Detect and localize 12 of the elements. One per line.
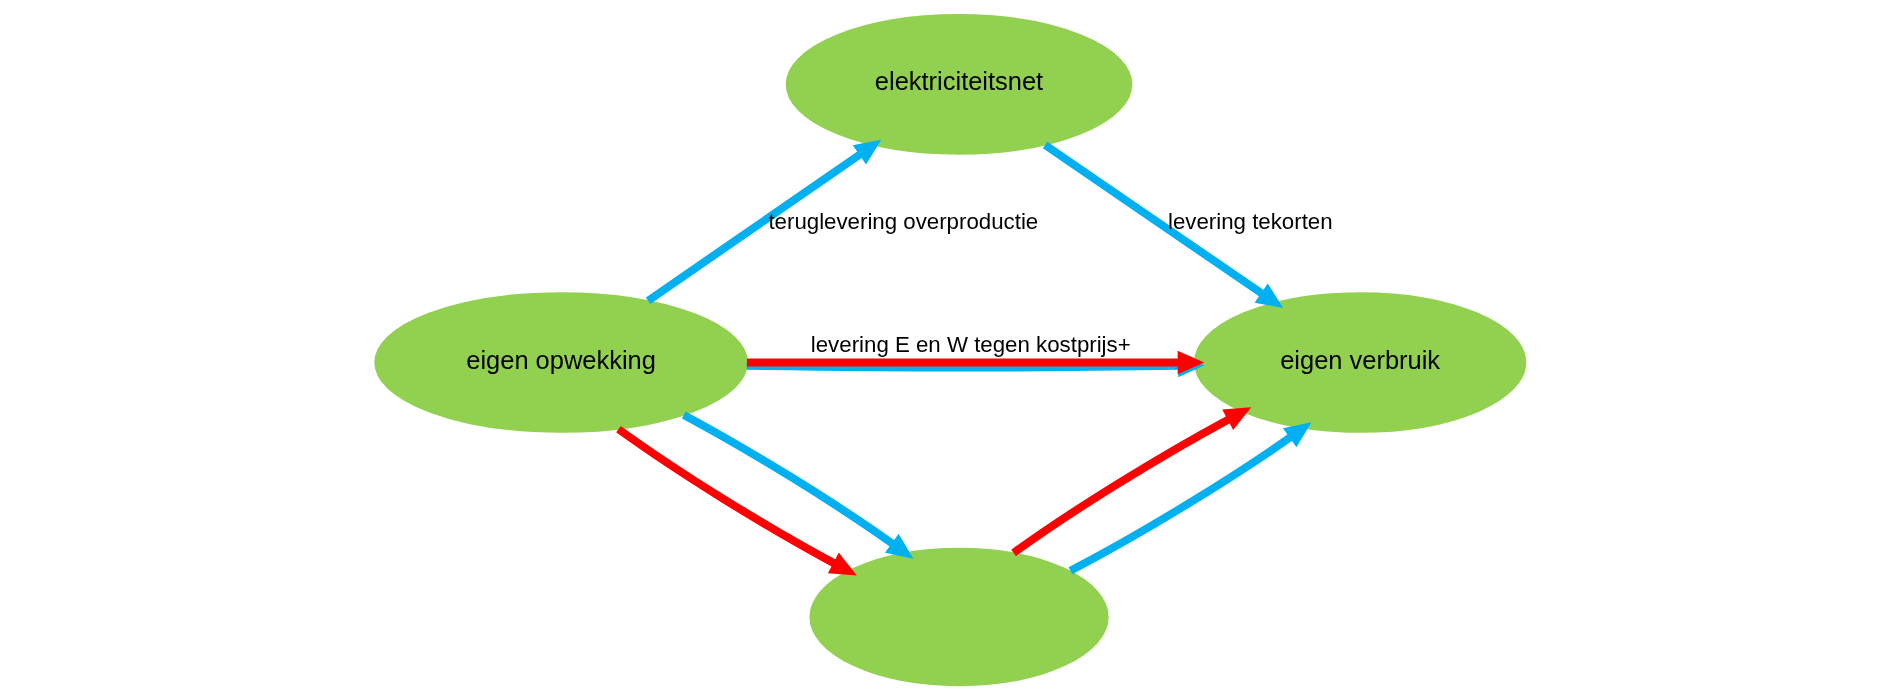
arrow <box>681 411 913 559</box>
edge-label: levering tekorten <box>1167 209 1333 235</box>
arrow <box>645 139 881 304</box>
node-ellipse <box>808 547 1109 687</box>
node-ellipse: eigen opwekking <box>373 292 748 433</box>
arrow <box>615 425 857 576</box>
arrow <box>1042 141 1283 309</box>
node-ellipse: elektriciteitsnet <box>785 14 1132 155</box>
arrow <box>1010 407 1251 557</box>
edge-label: levering E en W tegen kostprijs+ <box>810 331 1131 357</box>
arrow <box>1068 422 1311 575</box>
edge-label: teruglevering overproductie <box>767 209 1038 235</box>
